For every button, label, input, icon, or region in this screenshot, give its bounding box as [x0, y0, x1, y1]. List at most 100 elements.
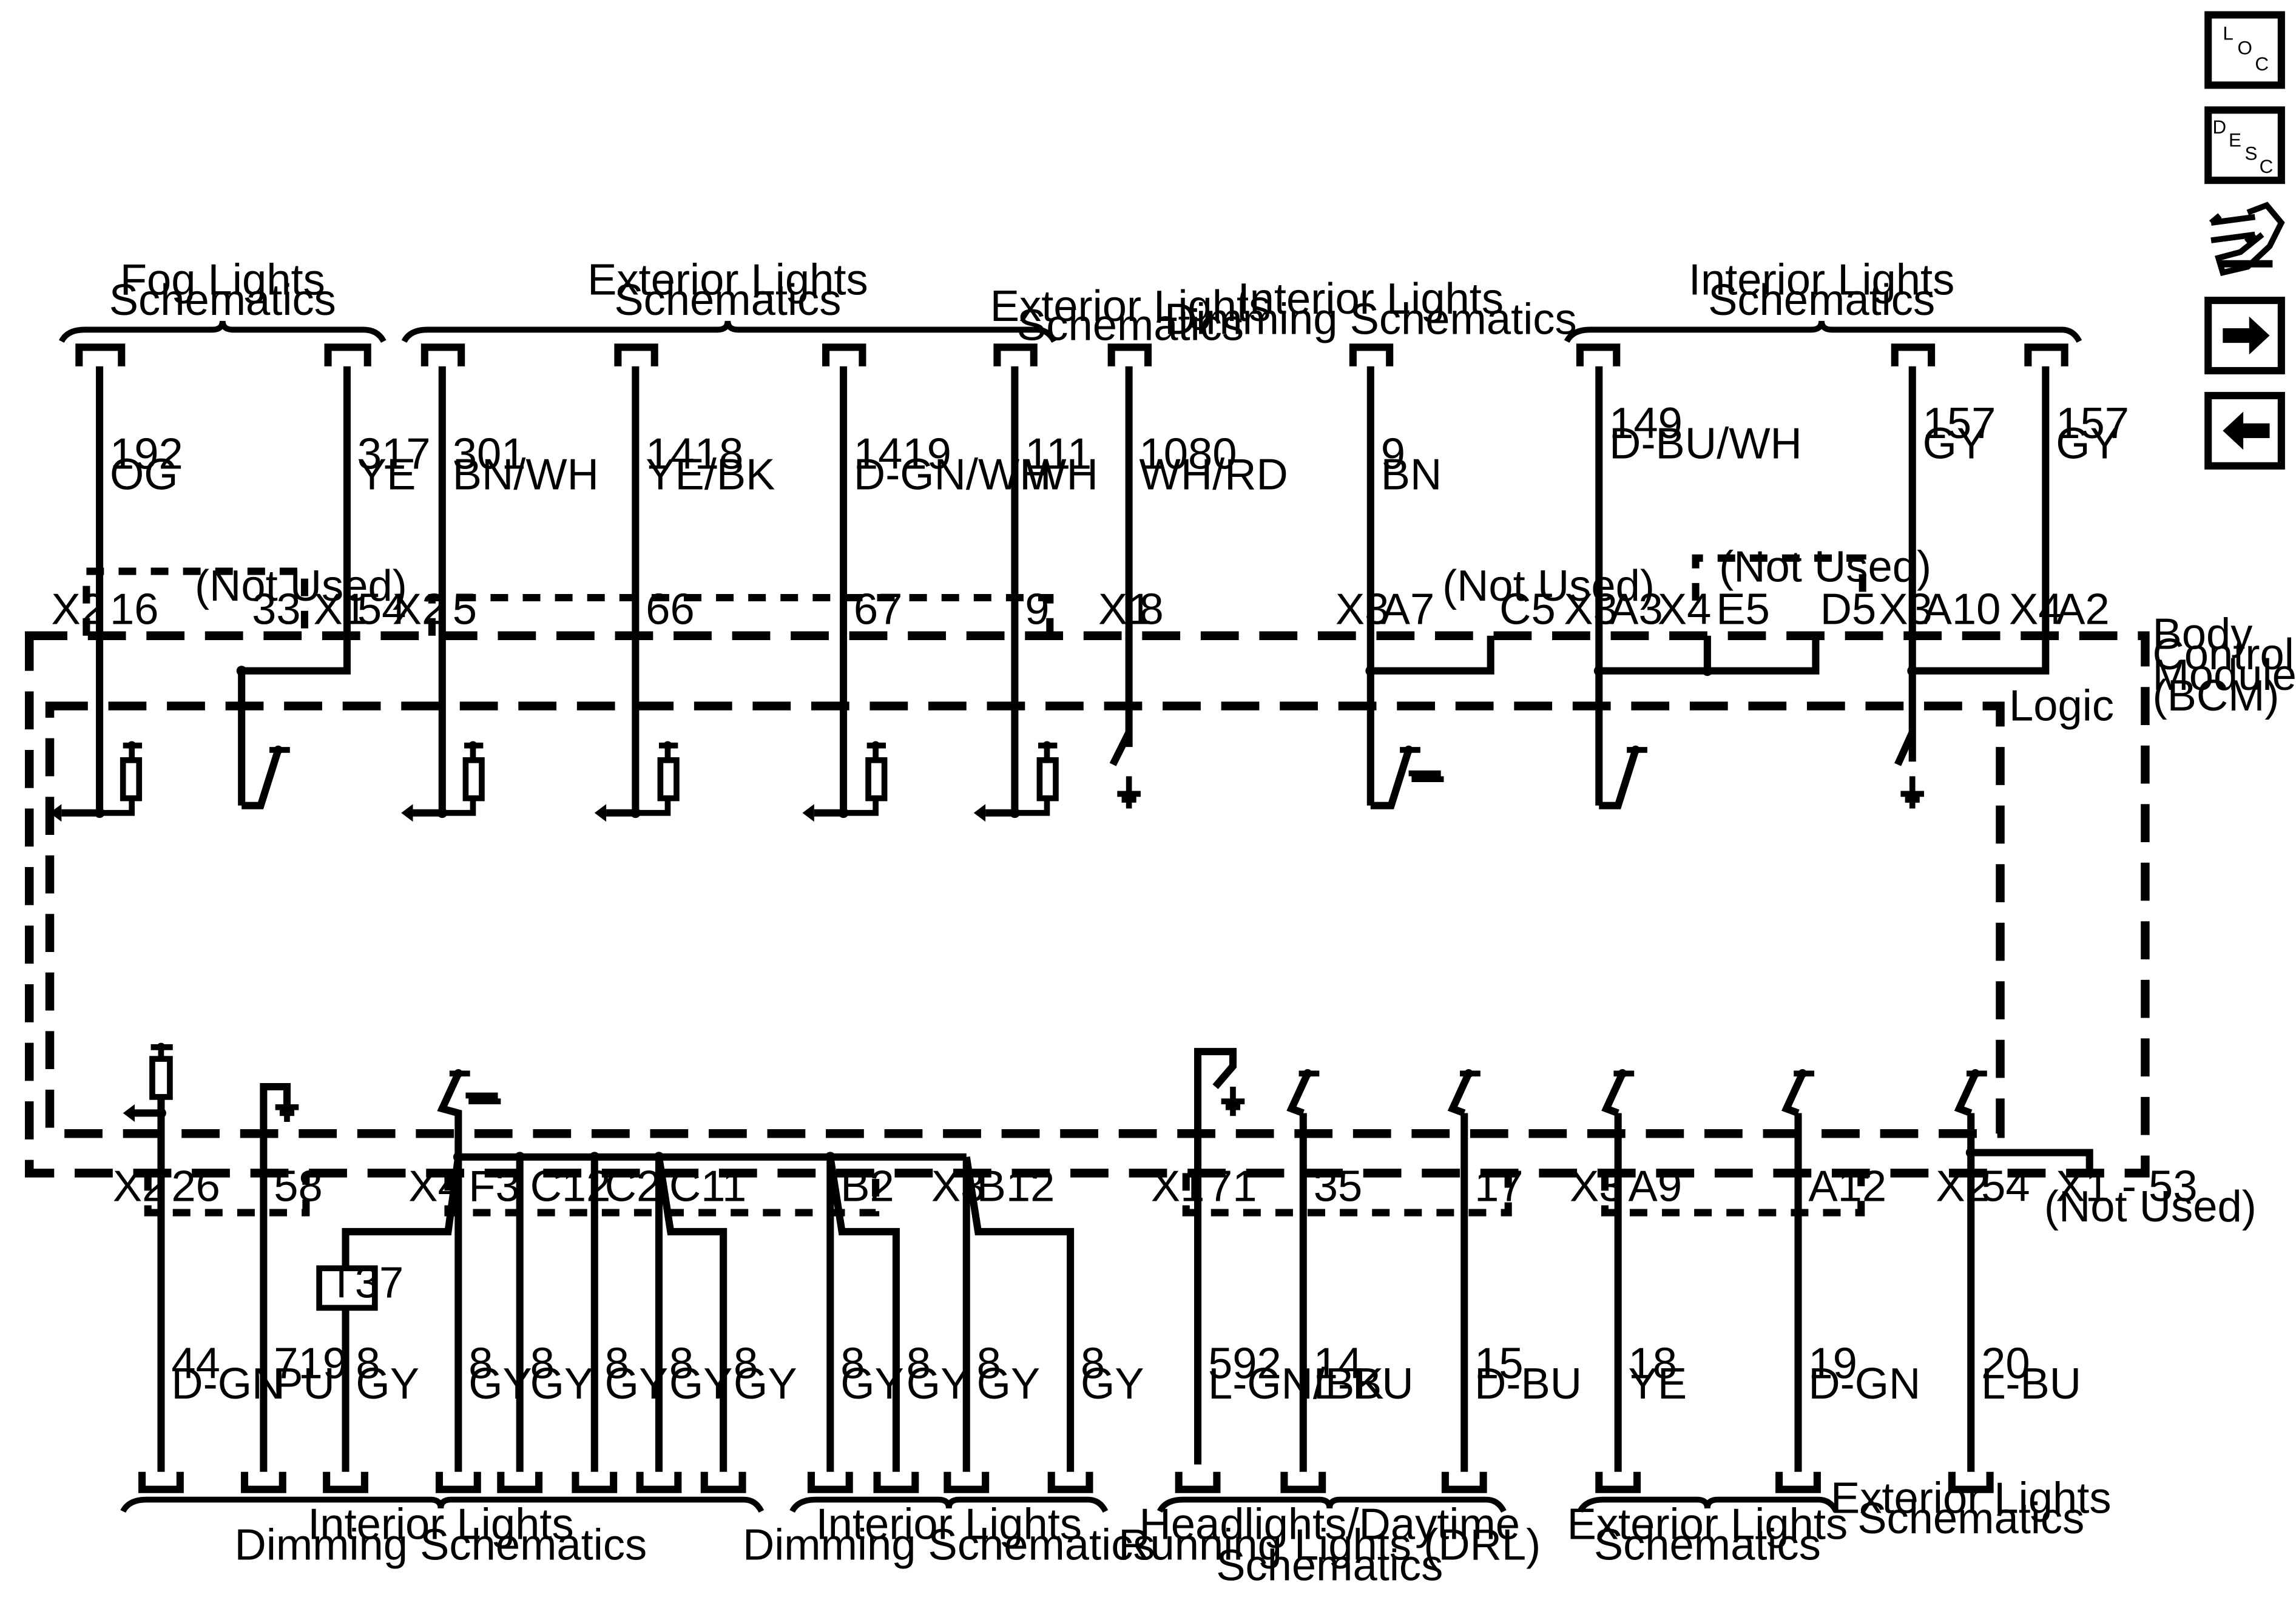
nav-loc-button[interactable]: L O C: [2204, 11, 2285, 89]
svg-text:D5: D5: [1820, 584, 1877, 633]
svg-text:GY: GY: [1081, 1359, 1144, 1408]
x1-53-not-used-label: X1 - 53 (Not Used): [2044, 1161, 2257, 1231]
svg-text:1418: 1418: [646, 430, 743, 479]
svg-text:Interior Lights: Interior Lights: [308, 1500, 574, 1549]
svg-text:X1 - 53: X1 - 53: [2056, 1161, 2197, 1210]
previous-page-button[interactable]: [2204, 391, 2285, 470]
svg-text:X2: X2: [51, 584, 105, 633]
svg-text:C12: C12: [530, 1161, 611, 1210]
svg-text:B2: B2: [840, 1161, 894, 1210]
svg-text:35: 35: [1314, 1161, 1363, 1210]
svg-text:8: 8: [977, 1338, 1001, 1388]
svg-text:D-GN: D-GN: [171, 1359, 283, 1408]
svg-text:A10: A10: [1923, 584, 2001, 633]
svg-text:C: C: [2260, 156, 2274, 177]
svg-text:D-BU: D-BU: [1474, 1359, 1582, 1408]
svg-text:C: C: [2255, 53, 2269, 75]
bottom-wires: [157, 1113, 2093, 1472]
svg-text:A9: A9: [1629, 1161, 1683, 1210]
svg-text:F3: F3: [468, 1161, 519, 1210]
svg-text:WH: WH: [1025, 450, 1098, 499]
svg-text:GY: GY: [669, 1359, 733, 1408]
svg-text:Schematics: Schematics: [1594, 1521, 1821, 1570]
svg-text:Exterior Lights: Exterior Lights: [990, 282, 1271, 331]
svg-text:8: 8: [468, 1338, 493, 1388]
svg-text:X3: X3: [931, 1161, 985, 1210]
svg-text:X1: X1: [313, 584, 367, 633]
svg-text:O: O: [2237, 38, 2252, 59]
logic-label: Logic: [2009, 681, 2114, 731]
svg-text:C5: C5: [1499, 584, 1556, 633]
top-pin-labels: 16 33 54 5 66 67 9 8 A7 C5 A3 E5 D5 A10 …: [110, 584, 2110, 633]
bcm-outline: [25, 631, 2150, 1178]
svg-text:T37: T37: [328, 1258, 404, 1308]
top-header-fog-lights: Fog Lights Schematics: [59, 255, 387, 343]
svg-text:L-GN/BK: L-GN/BK: [1208, 1359, 1384, 1408]
svg-text:192: 192: [110, 430, 183, 479]
svg-text:Dimming Schematics: Dimming Schematics: [235, 1521, 647, 1570]
next-page-button[interactable]: [2204, 297, 2285, 374]
svg-text:Schematics: Schematics: [614, 275, 841, 325]
svg-text:OG: OG: [110, 450, 178, 499]
svg-text:GY: GY: [468, 1359, 532, 1408]
bottom-header-exterior-lights-1: Exterior Lights Schematics: [1567, 1496, 1848, 1570]
svg-text:Interior Lights: Interior Lights: [1689, 255, 1954, 304]
svg-text:Interior Lights: Interior Lights: [816, 1500, 1082, 1549]
top-terminals: [75, 343, 2068, 366]
svg-text:GY: GY: [840, 1359, 904, 1408]
svg-text:GY: GY: [1923, 419, 1987, 468]
bottom-internal-drivers: [123, 1042, 1987, 1465]
svg-text:1419: 1419: [854, 430, 951, 479]
svg-text:8: 8: [1140, 584, 1164, 633]
svg-text:X2: X2: [393, 584, 447, 633]
svg-text:D-BU/WH: D-BU/WH: [1609, 419, 1802, 468]
svg-text:Control: Control: [2153, 630, 2294, 679]
bottom-pin-labels: 26 58 F3 C12 C2 C11 B2 B12 71 35 17 A9 A…: [171, 1161, 2030, 1210]
svg-text:D-GN: D-GN: [1808, 1359, 1920, 1408]
svg-text:9: 9: [1025, 584, 1049, 633]
svg-text:C11: C11: [669, 1161, 746, 1210]
top-connector-outlines: [83, 554, 1866, 636]
svg-text:54: 54: [357, 584, 407, 633]
top-connector-labels: X2 X1 X2 X1 X3 X3 X4 X3 X4: [51, 584, 2062, 633]
svg-text:GY: GY: [530, 1359, 594, 1408]
svg-text:A3: A3: [1609, 584, 1663, 633]
svg-text:PU: PU: [274, 1359, 335, 1408]
nav-desc-button[interactable]: D E S C: [2204, 106, 2285, 184]
svg-text:8: 8: [907, 1338, 931, 1388]
svg-text:GY: GY: [605, 1359, 669, 1408]
svg-text:Schematics: Schematics: [109, 275, 336, 325]
top-not-used-labels: (Not Used) (Not Used) (Not Used): [195, 542, 1931, 610]
svg-text:149: 149: [1609, 399, 1683, 448]
svg-text:8: 8: [1081, 1338, 1105, 1388]
svg-text:X4: X4: [1658, 584, 1712, 633]
bottom-connector-labels: X2 X4 X3 X1 X3 X2: [113, 1161, 1990, 1210]
svg-text:58: 58: [274, 1161, 323, 1210]
svg-text:X1: X1: [1151, 1161, 1205, 1210]
svg-text:8: 8: [840, 1338, 865, 1388]
svg-text:Exterior Lights: Exterior Lights: [1567, 1500, 1848, 1549]
svg-text:BN/WH: BN/WH: [453, 450, 599, 499]
svg-text:8: 8: [669, 1338, 694, 1388]
svg-text:18: 18: [1629, 1338, 1678, 1388]
arrow-right-icon: [2223, 316, 2270, 355]
bottom-connector-outlines: [144, 1173, 1865, 1217]
svg-text:YE: YE: [1629, 1359, 1687, 1408]
svg-text:(Not Used): (Not Used): [1719, 542, 1931, 591]
svg-text:44: 44: [171, 1338, 220, 1388]
svg-text:Exterior Lights: Exterior Lights: [1831, 1473, 2112, 1522]
bottom-terminals: [138, 1471, 1994, 1493]
svg-text:301: 301: [453, 430, 526, 479]
t37-component: T37: [316, 1258, 404, 1311]
svg-text:Module: Module: [2153, 650, 2296, 700]
diagnostic-tools-icon[interactable]: [2209, 201, 2285, 276]
svg-text:X2: X2: [113, 1161, 167, 1210]
svg-text:E: E: [2229, 130, 2241, 151]
svg-text:8: 8: [356, 1338, 380, 1388]
svg-text:Exterior Lights: Exterior Lights: [587, 255, 868, 304]
svg-text:A7: A7: [1381, 584, 1435, 633]
top-header-interior-dimming: Interior Lights Dimming Schematics: [1164, 274, 1577, 344]
svg-text:X2: X2: [1936, 1161, 1990, 1210]
svg-text:19: 19: [1808, 1338, 1857, 1388]
